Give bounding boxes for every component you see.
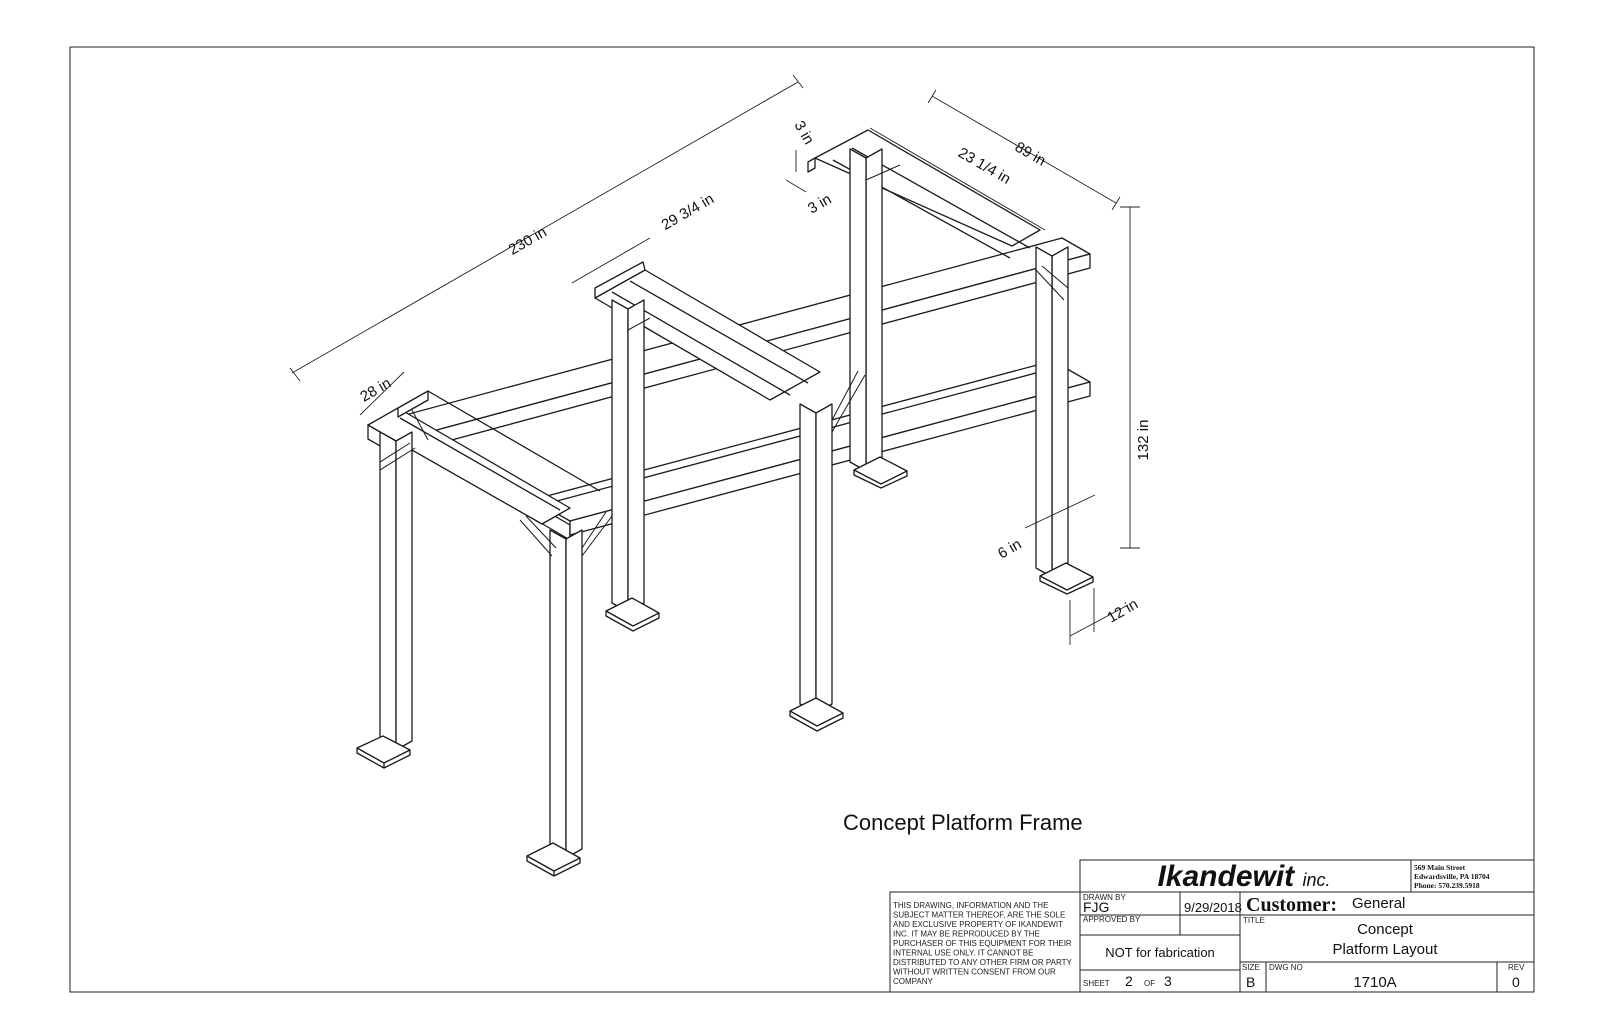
dim-overall-depth: 89 in bbox=[1012, 139, 1049, 170]
address-line: Edwardsville, PA 18704 bbox=[1414, 872, 1490, 881]
disclaimer-line: AND EXCLUSIVE PROPERTY OF IKANDEWIT bbox=[893, 920, 1063, 929]
title-block-text: THIS DRAWING, INFORMATION AND THE SUBJEC… bbox=[893, 860, 1525, 991]
company-address: 569 Main Street Edwardsville, PA 18704 P… bbox=[1414, 863, 1491, 890]
knee-braces bbox=[379, 164, 1069, 557]
dim-base-plate: 12 in bbox=[1104, 596, 1141, 627]
dim-overall-length: 230 in bbox=[506, 224, 550, 259]
drawing-caption: Concept Platform Frame bbox=[843, 810, 1083, 835]
dimension-lines bbox=[289, 74, 1140, 645]
title-block bbox=[889, 859, 1535, 993]
company-logo: Ikandewit inc. bbox=[1157, 860, 1330, 893]
drawn-by-label: DRAWN BY bbox=[1083, 893, 1126, 902]
disclaimer-line: PURCHASER OF THIS EQUIPMENT FOR THEIR bbox=[893, 939, 1072, 948]
left-cross-beam bbox=[367, 390, 601, 525]
post-front-mid bbox=[526, 529, 583, 877]
dim-stub-height: 3 in bbox=[790, 118, 817, 147]
disclaimer-line: COMPANY bbox=[893, 977, 934, 986]
dim-stub-width: 3 in bbox=[805, 191, 834, 218]
disclaimer-line: INC. IT MAY BE REPRODUCED BY THE bbox=[893, 930, 1040, 939]
dim-far-bay: 23 1/4 in bbox=[955, 144, 1013, 187]
sheet-of-label: OF bbox=[1144, 979, 1155, 988]
sheet-number: 2 bbox=[1125, 973, 1133, 989]
post-back-right bbox=[849, 148, 908, 489]
disclaimer-line: THIS DRAWING, INFORMATION AND THE bbox=[893, 901, 1048, 910]
company-name: Ikandewit bbox=[1157, 860, 1296, 893]
dim-end-bay: 28 in bbox=[357, 375, 394, 406]
sheet-border bbox=[69, 46, 1535, 993]
dwg-no-label: DWG NO bbox=[1269, 963, 1303, 972]
rev-value: 0 bbox=[1512, 974, 1520, 990]
post-front-right bbox=[789, 403, 844, 732]
title-label: TITLE bbox=[1243, 916, 1265, 925]
middle-cross-beam bbox=[594, 261, 821, 401]
dim-post-size: 6 in bbox=[995, 536, 1024, 563]
post-far-right bbox=[1035, 246, 1094, 595]
sheet-label: SHEET bbox=[1083, 979, 1110, 988]
drawn-by-value: FJG bbox=[1083, 899, 1109, 915]
post-front-left bbox=[356, 431, 413, 769]
company-suffix: inc. bbox=[1303, 870, 1331, 890]
title-line-2: Platform Layout bbox=[1332, 941, 1438, 958]
customer-value: General bbox=[1352, 895, 1405, 912]
disclaimer-line: WITHOUT WRITTEN CONSENT FROM OUR bbox=[893, 968, 1056, 977]
disclaimer-line: SUBJECT MATTER THEREOF, ARE THE SOLE bbox=[893, 911, 1065, 920]
platform-frame bbox=[356, 129, 1094, 877]
title-line-1: Concept bbox=[1357, 921, 1414, 938]
disclaimer: THIS DRAWING, INFORMATION AND THE SUBJEC… bbox=[893, 901, 1074, 986]
size-label: SIZE bbox=[1242, 963, 1260, 972]
sheet-total: 3 bbox=[1164, 973, 1172, 989]
approved-by-label: APPROVED BY bbox=[1083, 915, 1141, 924]
disclaimer-line: INTERNAL USE ONLY. IT CANNOT BE bbox=[893, 949, 1033, 958]
post-back-left bbox=[605, 299, 660, 632]
address-line: Phone: 570.239.5918 bbox=[1414, 881, 1480, 890]
fabrication-note: NOT for fabrication bbox=[1105, 945, 1215, 960]
address-line: 569 Main Street bbox=[1414, 863, 1466, 872]
dim-overall-height: 132 in bbox=[1135, 420, 1152, 461]
customer-label: Customer: bbox=[1246, 894, 1337, 916]
size-value: B bbox=[1246, 974, 1255, 990]
drawing-date: 9/29/2018 bbox=[1184, 900, 1242, 915]
far-cross-beam bbox=[807, 129, 1041, 259]
disclaimer-line: DISTRIBUTED TO ANY OTHER FIRM OR PARTY bbox=[893, 958, 1073, 967]
dwg-no-value: 1710A bbox=[1353, 974, 1396, 991]
dim-middle-bay: 29 3/4 in bbox=[659, 190, 717, 233]
rev-label: REV bbox=[1508, 963, 1525, 972]
